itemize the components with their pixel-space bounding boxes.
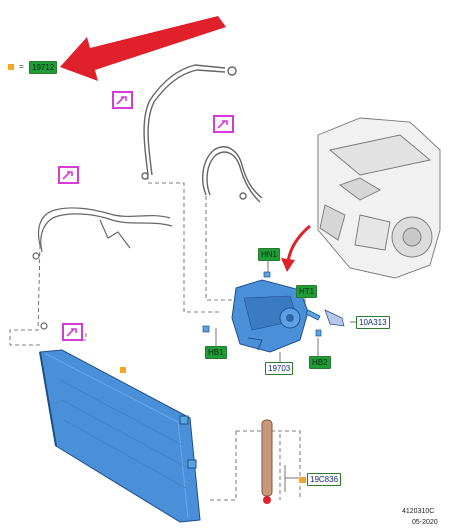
liquid-line <box>32 207 173 330</box>
engine-block <box>317 117 441 279</box>
drawing-code: 4120310C <box>402 508 435 515</box>
drawing-date: 05-2020 <box>412 519 438 526</box>
label-hb1[interactable]: HB1 <box>205 346 227 359</box>
red-pointer-arrow <box>60 16 226 81</box>
legend-key-square <box>8 64 14 70</box>
legend-equals: = <box>19 62 24 71</box>
label-10a313[interactable]: 10A313 <box>356 316 390 329</box>
label-hb2[interactable]: HB2 <box>309 356 331 369</box>
ac-compressor <box>231 279 309 353</box>
label-19703[interactable]: 19703 <box>265 362 294 375</box>
fasteners <box>202 271 345 337</box>
connection-icon-3 <box>58 166 79 184</box>
connection-icon-1 <box>112 91 133 109</box>
label-hn1[interactable]: HN1 <box>258 248 281 261</box>
connection-icon-4 <box>62 323 83 341</box>
drier-key-square <box>300 477 306 483</box>
label-19c836[interactable]: 19C836 <box>307 473 342 486</box>
engine-to-compressor-arrow <box>281 224 311 272</box>
connection-icon-2 <box>213 115 234 133</box>
condenser <box>39 349 201 523</box>
condenser-key-square <box>120 367 126 373</box>
label-ht1[interactable]: HT1 <box>296 285 318 298</box>
legend-part-label[interactable]: 19712 <box>29 61 58 74</box>
discharge-pipe <box>202 146 263 203</box>
label-leaders <box>215 260 356 492</box>
receiver-drier <box>261 419 273 504</box>
suction-hose <box>141 64 237 180</box>
leader-lines <box>9 176 301 501</box>
